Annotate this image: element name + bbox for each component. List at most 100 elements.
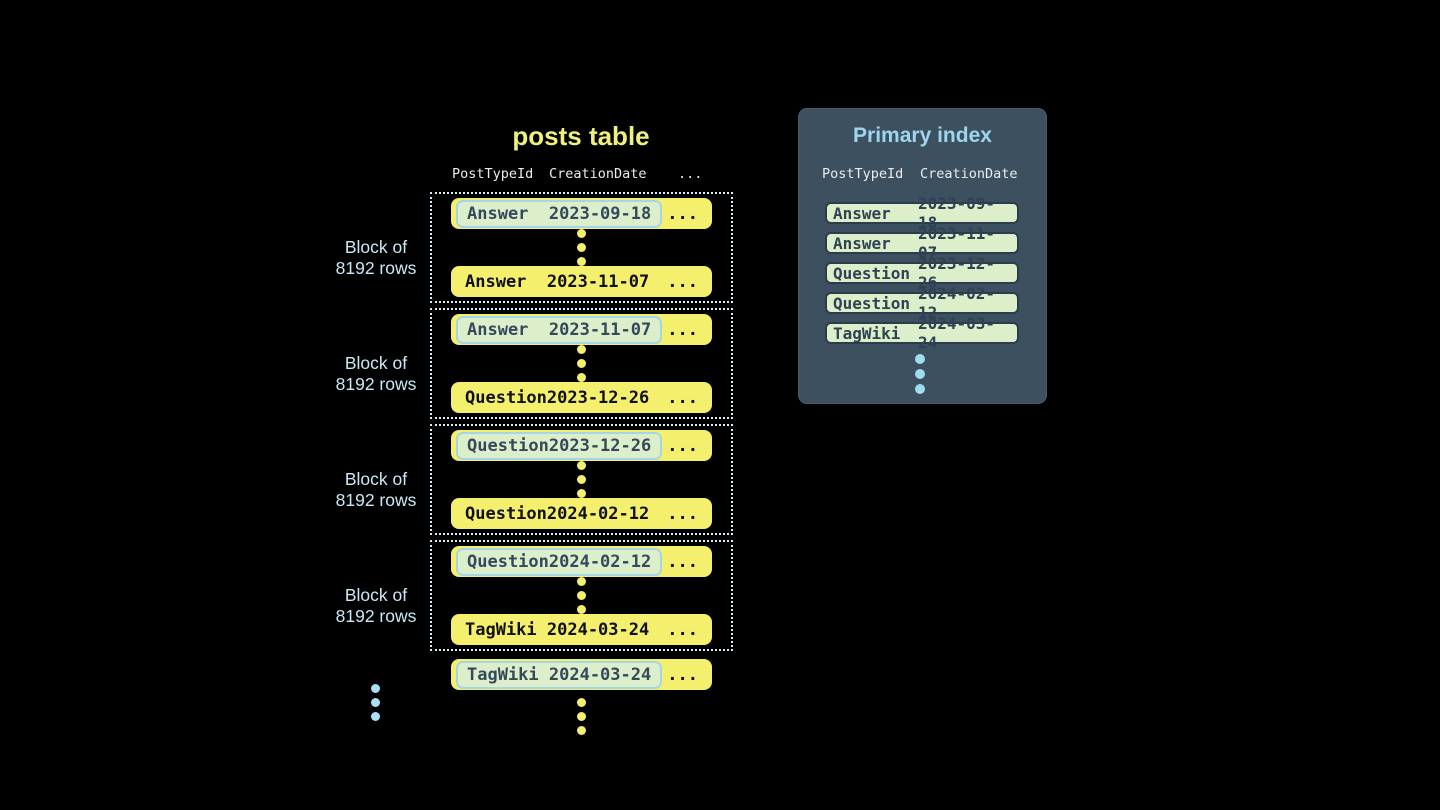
table-row-block-last: Question 2024-02-12 ...	[451, 498, 712, 529]
posttypeid-value: Question	[833, 293, 911, 313]
ellipsis-dot	[577, 698, 586, 707]
column-header-more: ...	[678, 166, 703, 182]
creationdate-value: 2023-12-26	[548, 435, 652, 456]
table-row-block-first: Question 2023-12-26 ...	[451, 430, 712, 461]
rows-continuation-ellipsis	[577, 698, 586, 735]
posttypeid-value: Question	[465, 503, 547, 524]
creationdate-value: 2023-12-26	[917, 254, 996, 292]
row-more-columns: ...	[667, 203, 698, 224]
index-continuation-ellipsis	[915, 354, 925, 394]
posttypeid-value: Question	[467, 435, 549, 456]
creationdate-value: 2024-03-24	[548, 664, 652, 685]
indexed-entry-highlight: Question 2023-12-26	[456, 431, 663, 460]
row-more-columns: ...	[667, 435, 698, 456]
ellipsis-dot	[577, 229, 586, 238]
block-size-label-line2: 8192 rows	[335, 258, 417, 278]
indexed-entry-highlight: Answer 2023-11-07	[456, 315, 663, 344]
blocks-continuation-ellipsis	[371, 684, 380, 721]
row-more-columns: ...	[667, 664, 698, 685]
column-header-posttypeid: PostTypeId	[822, 166, 904, 182]
ellipsis-dot	[577, 577, 586, 586]
posts-block: Question 2023-12-26 ... Question 2024-02…	[430, 424, 733, 535]
ellipsis-dot	[577, 243, 586, 252]
ellipsis-dot	[577, 475, 586, 484]
block-size-label-line2: 8192 rows	[335, 606, 417, 626]
index-entry: Question 2023-12-26	[825, 254, 1019, 292]
primary-index-rows: Answer 2023-09-18 Answer 2023-11-07 Ques…	[825, 194, 1019, 352]
block-size-label-line1: Block of	[344, 585, 408, 605]
row-more-columns: ...	[667, 503, 698, 524]
ellipsis-dot	[915, 384, 925, 394]
row-more-columns: ...	[667, 551, 698, 572]
creationdate-value: 2023-12-26	[546, 387, 650, 408]
indexed-entry-highlight: Question 2024-02-12	[456, 547, 663, 576]
column-header-creationdate: CreationDate	[920, 166, 1018, 182]
posttypeid-value: Question	[467, 551, 549, 572]
indexed-entry-highlight: TagWiki 2024-03-24	[456, 660, 663, 689]
posttypeid-value: TagWiki	[833, 323, 901, 343]
ellipsis-dot	[577, 591, 586, 600]
column-header-posttypeid: PostTypeId	[452, 166, 534, 182]
ellipsis-dot	[577, 489, 586, 498]
table-row-block-last: Answer 2023-11-07 ...	[451, 266, 712, 297]
block-size-label-line1: Block of	[344, 237, 408, 257]
ellipsis-dot	[577, 726, 586, 735]
index-entry: TagWiki 2024-03-24	[825, 314, 1019, 352]
row-more-columns: ...	[667, 271, 698, 292]
ellipsis-dot	[577, 373, 586, 382]
posttypeid-value: TagWiki	[465, 619, 537, 640]
posttypeid-value: Question	[465, 387, 547, 408]
block-size-label-line1: Block of	[344, 469, 408, 489]
ellipsis-dot	[577, 712, 586, 721]
creationdate-value: 2023-11-07	[548, 319, 652, 340]
ellipsis-dot	[577, 359, 586, 368]
ellipsis-dot	[577, 605, 586, 614]
rows-ellipsis-dots	[577, 577, 586, 614]
creationdate-value: 2023-09-18	[917, 194, 996, 232]
posttypeid-value: Question	[833, 263, 911, 283]
table-row-next-block-start: TagWiki 2024-03-24 ...	[451, 659, 712, 690]
creationdate-value: 2023-09-18	[548, 203, 652, 224]
block-size-label: Block of 8192 rows	[300, 469, 452, 511]
creationdate-value: 2023-11-07	[546, 271, 650, 292]
posttypeid-value: Answer	[833, 203, 891, 223]
rows-ellipsis-dots	[577, 345, 586, 382]
index-entry: Answer 2023-11-07	[825, 224, 1019, 262]
table-row-block-first: Question 2024-02-12 ...	[451, 546, 712, 577]
table-row-block-first: Answer 2023-11-07 ...	[451, 314, 712, 345]
posttypeid-value: Answer	[467, 319, 529, 340]
posts-block: Question 2024-02-12 ... TagWiki 2024-03-…	[430, 540, 733, 651]
posts-block: Answer 2023-09-18 ... Answer 2023-11-07 …	[430, 192, 733, 303]
ellipsis-dot	[915, 369, 925, 379]
creationdate-value: 2023-11-07	[917, 224, 996, 262]
index-entry: Question 2024-02-12	[825, 284, 1019, 322]
block-size-label: Block of 8192 rows	[300, 585, 452, 627]
creationdate-value: 2024-03-24	[917, 314, 996, 352]
posttypeid-value: Answer	[465, 271, 527, 292]
posttypeid-value: Answer	[467, 203, 529, 224]
posttypeid-value: TagWiki	[467, 664, 539, 685]
table-row-block-last: TagWiki 2024-03-24 ...	[451, 614, 712, 645]
table-row-block-last: Question 2023-12-26 ...	[451, 382, 712, 413]
index-entry: Answer 2023-09-18	[825, 194, 1019, 232]
creationdate-value: 2024-03-24	[546, 619, 650, 640]
block-size-label-line1: Block of	[344, 353, 408, 373]
primary-index-title: Primary index	[853, 124, 992, 147]
creationdate-value: 2024-02-12	[917, 284, 996, 322]
creationdate-value: 2024-02-12	[548, 551, 652, 572]
rows-ellipsis-dots	[577, 229, 586, 266]
posts-table-title: posts table	[512, 121, 650, 151]
table-row-block-first: Answer 2023-09-18 ...	[451, 198, 712, 229]
row-more-columns: ...	[667, 387, 698, 408]
block-size-label-line2: 8192 rows	[335, 374, 417, 394]
ellipsis-dot	[577, 345, 586, 354]
ellipsis-dot	[371, 684, 380, 693]
row-more-columns: ...	[667, 619, 698, 640]
ellipsis-dot	[371, 712, 380, 721]
column-header-creationdate: CreationDate	[549, 166, 647, 182]
block-size-label: Block of 8192 rows	[300, 353, 452, 395]
posts-block: Answer 2023-11-07 ... Question 2023-12-2…	[430, 308, 733, 419]
ellipsis-dot	[915, 354, 925, 364]
rows-ellipsis-dots	[577, 461, 586, 498]
creationdate-value: 2024-02-12	[546, 503, 650, 524]
